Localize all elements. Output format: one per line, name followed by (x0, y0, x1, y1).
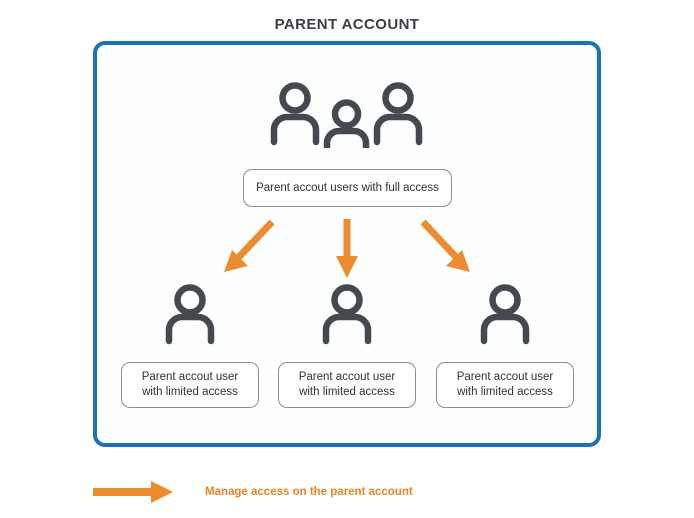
limited-access-label-box: Parent accout user with limited access (436, 362, 574, 408)
limited-access-line1: Parent accout user (298, 371, 396, 383)
limited-access-line1: Parent accout user (141, 371, 239, 383)
limited-access-line2: with limited access (299, 386, 395, 398)
limited-access-label-text: Parent accout user with limited access (457, 370, 554, 400)
limited-access-label-box: Parent accout user with limited access (278, 362, 416, 408)
legend: Manage access on the parent account (93, 478, 413, 506)
full-access-label-box: Parent accout users with full access (243, 169, 452, 207)
limited-access-line2: with limited access (142, 386, 238, 398)
page-title: PARENT ACCOUNT (274, 16, 420, 33)
legend-label: Manage access on the parent account (205, 486, 413, 498)
limited-access-label-box: Parent accout user with limited access (121, 362, 259, 408)
limited-access-label-text: Parent accout user with limited access (142, 370, 239, 400)
three-people-icon (268, 80, 433, 148)
person-icon (317, 283, 377, 345)
person-icon (475, 283, 535, 345)
right-arrow-icon (93, 481, 173, 503)
full-access-label-text: Parent accout users with full access (256, 181, 439, 194)
limited-access-label-text: Parent accout user with limited access (299, 370, 396, 400)
limited-access-line1: Parent accout user (456, 371, 554, 383)
person-icon (160, 283, 220, 345)
limited-access-line2: with limited access (457, 386, 553, 398)
